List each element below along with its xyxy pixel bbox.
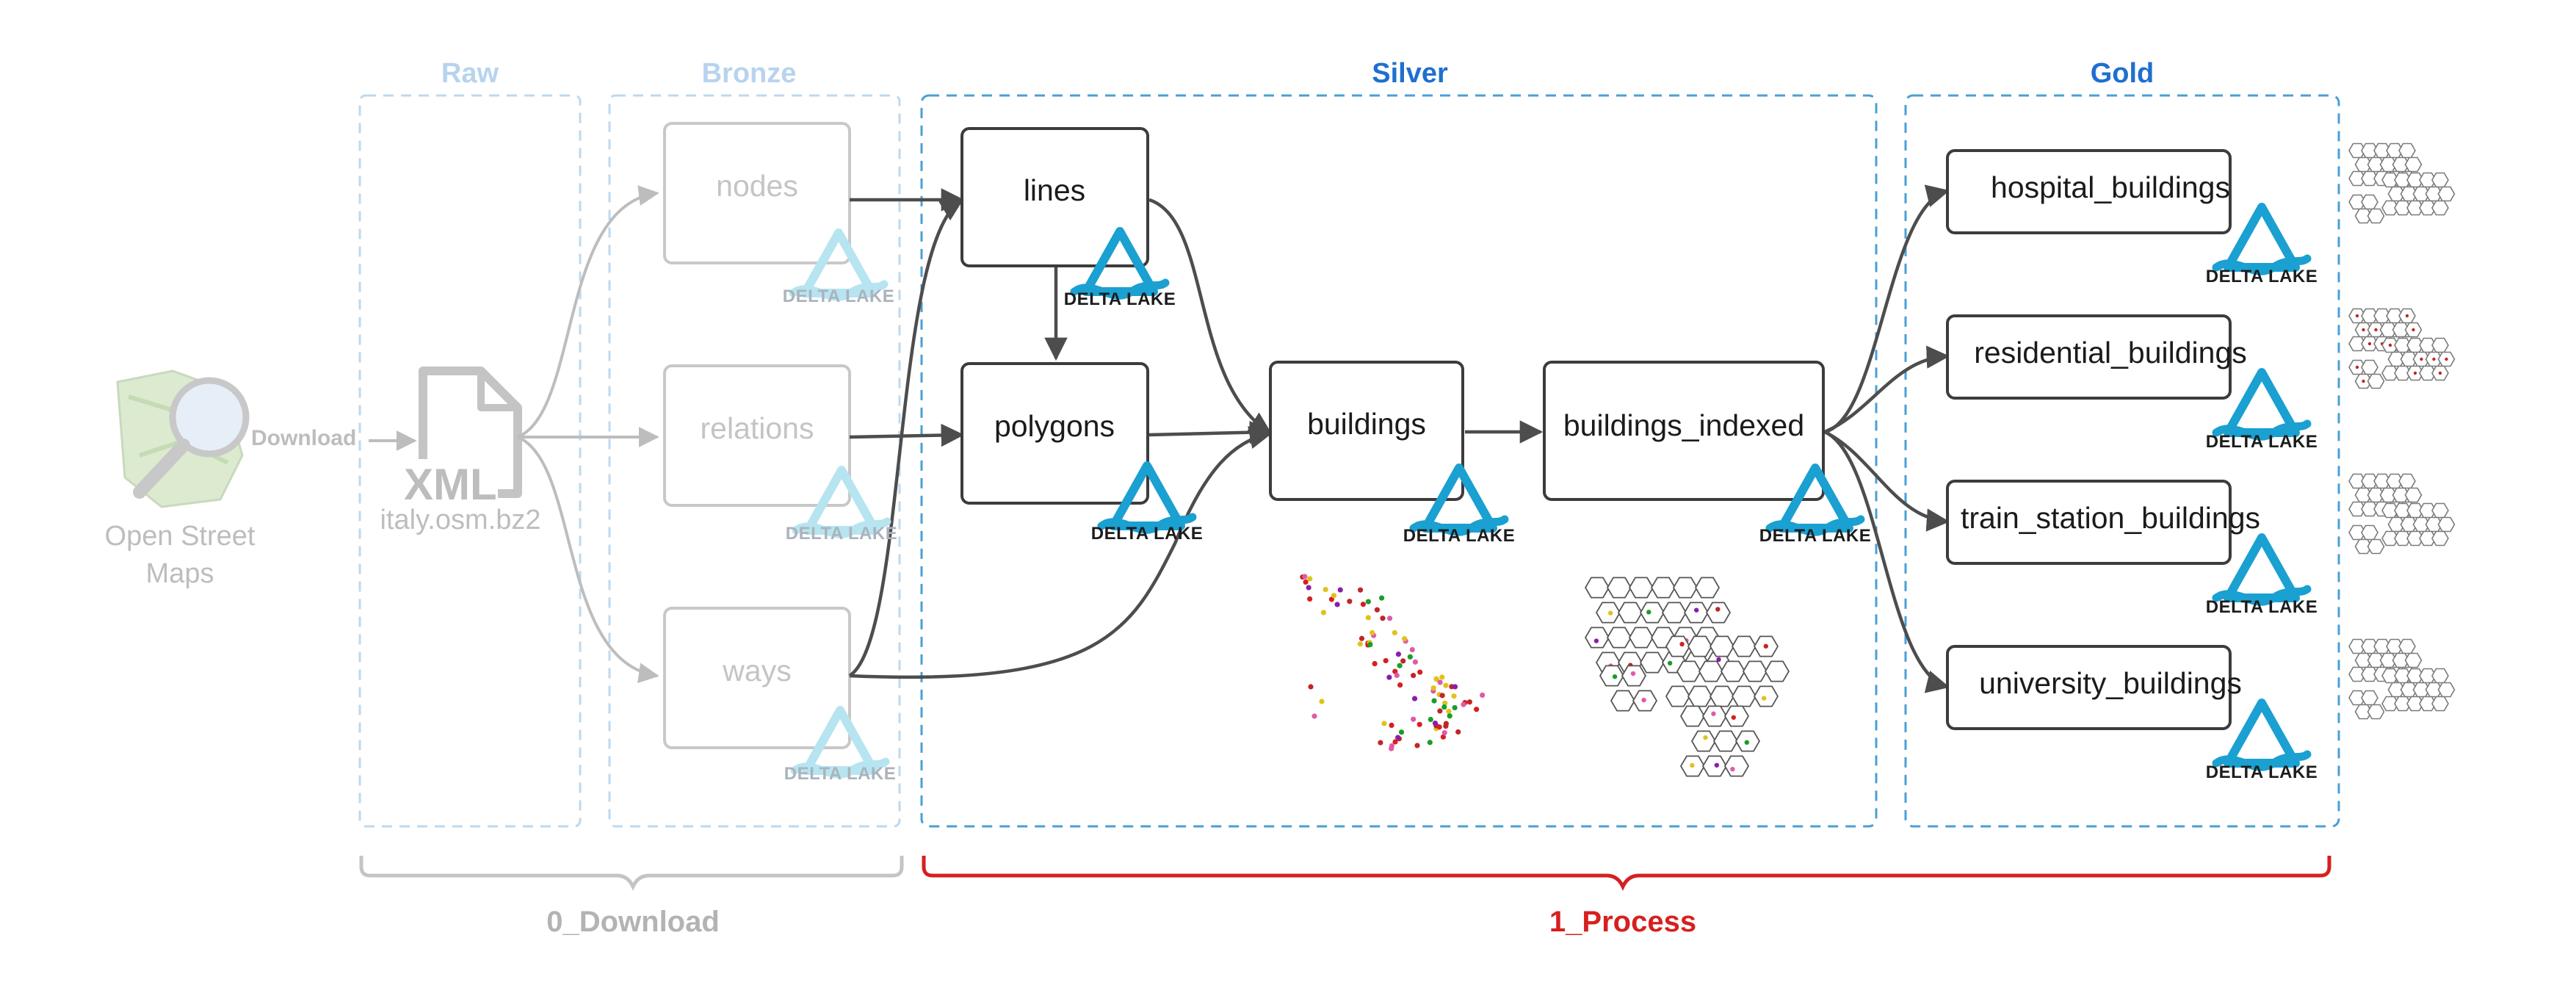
- node-buildings[interactable]: buildings: [1269, 361, 1464, 501]
- download-edge: Download: [251, 426, 417, 451]
- source-name-line1: Open Street: [105, 521, 256, 552]
- zone-title-gold: Gold: [2091, 58, 2154, 89]
- delta-lake-label: DELTA LAKE: [2206, 267, 2318, 286]
- delta-badge-relations: DELTA LAKE: [786, 470, 898, 544]
- delta-lake-label: DELTA LAKE: [1759, 526, 1872, 546]
- delta-badge-hospital: DELTA LAKE: [2206, 207, 2318, 286]
- delta-lake-label: DELTA LAKE: [2206, 597, 2318, 617]
- delta-lake-label: DELTA LAKE: [2206, 432, 2318, 452]
- download-label: Download: [251, 426, 356, 450]
- italy-points-map: [1300, 574, 1486, 751]
- delta-lake-label: DELTA LAKE: [783, 286, 895, 306]
- node-label-hospital-buildings: hospital_buildings: [1991, 170, 2230, 204]
- delta-lake-label: DELTA LAKE: [786, 524, 898, 544]
- node-label-university-buildings: university_buildings: [1979, 666, 2242, 700]
- stage-download: 0_Download: [359, 856, 904, 938]
- zone-title-raw: Raw: [441, 58, 499, 89]
- delta-badge-buildings-indexed: DELTA LAKE: [1759, 468, 1872, 546]
- delta-badge-residential: DELTA LAKE: [2206, 372, 2318, 452]
- node-lines[interactable]: lines: [960, 127, 1149, 267]
- node-label-nodes: nodes: [716, 169, 798, 203]
- node-residential-buildings[interactable]: residential_buildings: [1946, 314, 2247, 400]
- file-type-label: XML: [404, 460, 497, 509]
- stage-label-download: 0_Download: [546, 906, 720, 938]
- zone-bronze: Bronze: [608, 58, 901, 828]
- zone-gold: Gold: [1904, 58, 2340, 828]
- file-name-label: italy.osm.bz2: [380, 505, 541, 535]
- node-label-polygons: polygons: [994, 409, 1115, 443]
- delta-lake-label: DELTA LAKE: [1403, 526, 1516, 546]
- delta-badge-nodes: DELTA LAKE: [783, 233, 895, 306]
- node-nodes[interactable]: nodes: [663, 122, 851, 264]
- node-label-train-station-buildings: train_station_buildings: [1961, 501, 2260, 535]
- source-name-line2: Maps: [146, 558, 214, 589]
- node-ways[interactable]: ways: [663, 607, 851, 749]
- xml-file: XML italy.osm.bz2: [380, 367, 541, 535]
- node-hospital-buildings[interactable]: hospital_buildings: [1946, 149, 2232, 234]
- delta-badge-lines: DELTA LAKE: [1064, 231, 1176, 309]
- delta-badge-university: DELTA LAKE: [2206, 703, 2318, 782]
- node-buildings-indexed[interactable]: buildings_indexed: [1543, 361, 1825, 501]
- node-label-buildings-indexed: buildings_indexed: [1563, 408, 1804, 442]
- delta-lake-label: DELTA LAKE: [2206, 762, 2318, 782]
- zone-silver: Silver: [920, 58, 1878, 828]
- zone-raw: Raw: [358, 58, 582, 828]
- node-label-residential-buildings: residential_buildings: [1974, 336, 2247, 369]
- delta-badge-train-station: DELTA LAKE: [2206, 538, 2318, 617]
- hex-grid-map: [1585, 577, 1790, 777]
- delta-badge-buildings: DELTA LAKE: [1403, 468, 1516, 546]
- zone-title-bronze: Bronze: [702, 58, 797, 89]
- osm-source: Open Street Maps: [105, 369, 256, 589]
- stage-process: 1_Process: [922, 856, 2331, 938]
- node-train-station-buildings[interactable]: train_station_buildings: [1946, 480, 2260, 565]
- node-label-lines: lines: [1024, 173, 1085, 207]
- raw-to-bronze-edges: [517, 185, 659, 684]
- delta-badge-ways: DELTA LAKE: [784, 710, 897, 784]
- node-label-relations: relations: [701, 411, 814, 445]
- gold-hex-thumbnails: [2348, 142, 2456, 720]
- node-relations[interactable]: relations: [663, 364, 851, 507]
- stage-label-process: 1_Process: [1549, 906, 1696, 938]
- delta-lake-label: DELTA LAKE: [1064, 289, 1176, 309]
- node-university-buildings[interactable]: university_buildings: [1946, 645, 2242, 730]
- delta-badge-polygons: DELTA LAKE: [1091, 466, 1204, 544]
- node-label-ways: ways: [722, 654, 791, 688]
- delta-lake-label: DELTA LAKE: [1091, 524, 1204, 544]
- silver-edges: [848, 184, 1950, 693]
- magnifier-icon: [133, 377, 250, 499]
- zone-title-silver: Silver: [1372, 58, 1448, 89]
- node-label-buildings: buildings: [1307, 407, 1426, 441]
- node-polygons[interactable]: polygons: [960, 362, 1149, 505]
- delta-lake-label: DELTA LAKE: [784, 764, 897, 784]
